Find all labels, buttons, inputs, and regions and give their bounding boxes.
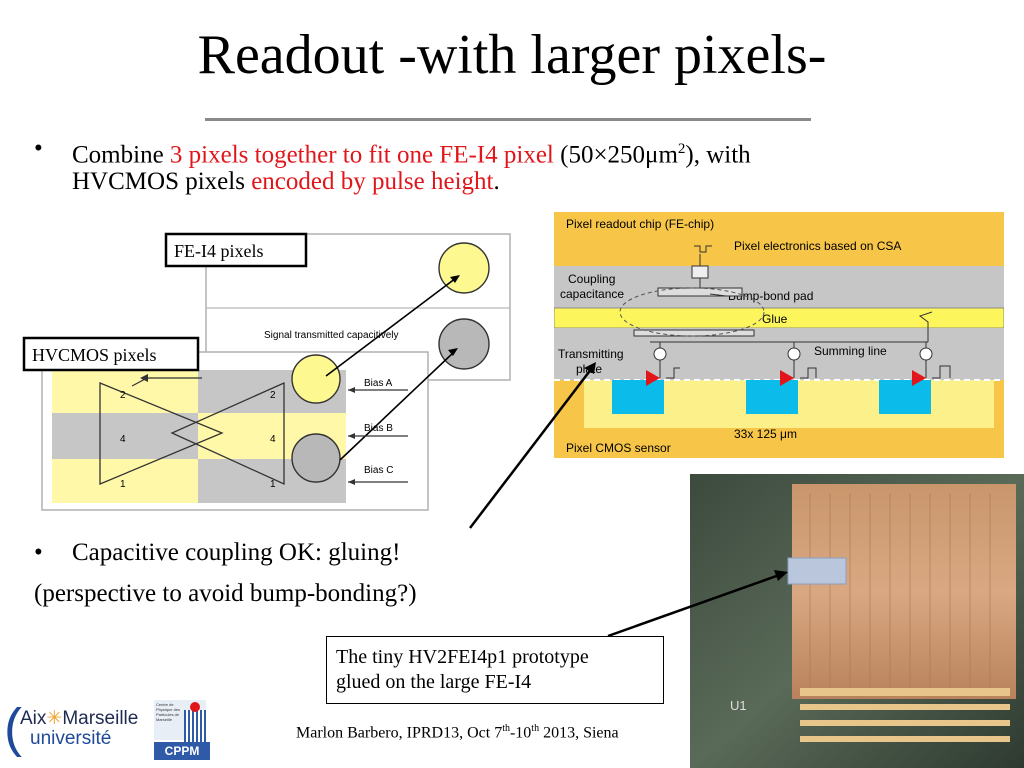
bump-pad-pointer bbox=[709, 293, 727, 297]
glue-label: Glue bbox=[762, 312, 788, 326]
hv-row-2-left bbox=[52, 413, 198, 459]
electronics-label: Pixel electronics based on CSA bbox=[734, 239, 901, 253]
fe-label: FE-I4 pixels bbox=[174, 241, 264, 261]
arrow-to-fe-1-head bbox=[450, 275, 460, 283]
chip-layer-gray-1 bbox=[554, 266, 1004, 308]
bullet-1-highlight-2: encoded by pulse height bbox=[251, 168, 494, 195]
bias-c-label: Bias C bbox=[364, 465, 393, 476]
bump-pad-label: Bump-bond pad bbox=[728, 289, 813, 303]
slide-title: Readout -with larger pixels- bbox=[197, 24, 827, 86]
cyan-well-2 bbox=[746, 380, 798, 414]
bullet-1-prefix: Combine bbox=[72, 141, 170, 169]
cppm-dot-icon bbox=[190, 702, 200, 712]
logo-universite: université bbox=[30, 728, 112, 749]
readout-chip-label: Pixel readout chip (FE-chip) bbox=[566, 217, 714, 231]
num-4-right: 4 bbox=[270, 434, 276, 445]
amplifier-1 bbox=[646, 342, 680, 386]
hv-pixel-circle-1 bbox=[291, 354, 341, 404]
bullet-1-line-2: HVCMOS pixels encoded by pulse height. bbox=[72, 166, 500, 198]
footer-citation: Marlon Barbero, IPRD13, Oct 7th-10th 201… bbox=[296, 718, 619, 744]
bullet-1-sup: 2 bbox=[677, 141, 686, 157]
bullet-1-suffix: ), with bbox=[685, 141, 751, 169]
logo-aix-line: Aix✳Marseille bbox=[20, 708, 138, 730]
wire-bond-pads bbox=[800, 688, 1010, 742]
num-1-left: 1 bbox=[120, 479, 126, 490]
bullet-2-text: Capacitive coupling OK: gluing! bbox=[72, 539, 401, 566]
amplifier-2 bbox=[780, 342, 817, 386]
summing-line-output bbox=[918, 311, 933, 342]
bullet-dot-1: • bbox=[34, 135, 43, 162]
chip-traces bbox=[809, 494, 991, 694]
fe-label-box bbox=[164, 232, 308, 268]
bias-b-label: Bias B bbox=[364, 423, 393, 434]
logo-marseille: Marseille bbox=[62, 708, 139, 729]
cppm-grid-icon bbox=[184, 710, 206, 742]
transmitting-label-2: plate bbox=[576, 362, 602, 376]
csa-pulse-icon bbox=[694, 245, 712, 253]
hv-row-1-left bbox=[52, 370, 198, 413]
num-4-left: 4 bbox=[120, 434, 126, 445]
hv-label: HVCMOS pixels bbox=[32, 345, 157, 365]
bias-b-head bbox=[348, 433, 355, 439]
hv-label-box bbox=[22, 336, 200, 372]
bullet-1-line2-suffix: . bbox=[493, 168, 500, 195]
size-label: 33x 125 μm bbox=[734, 427, 797, 441]
footer-prefix: Marlon Barbero, IPRD13, Oct 7 bbox=[296, 724, 503, 742]
fe-pixel-circle-2 bbox=[438, 318, 490, 370]
amplifier-3 bbox=[912, 342, 951, 386]
triangle-right bbox=[170, 381, 285, 486]
footer-suffix: 2013, Siena bbox=[539, 724, 619, 742]
cppm-text: CPPM bbox=[154, 742, 210, 760]
chip-cross-section-diagram: Pixel readout chip (FE-chip) Pixel elect… bbox=[554, 212, 1004, 458]
coupling-label-1: Coupling bbox=[568, 272, 615, 286]
bullet-1-middle: (50×250μm bbox=[553, 141, 678, 169]
bias-c-head bbox=[348, 479, 355, 485]
footer-sup-2: th bbox=[531, 723, 540, 734]
pixel-mapping-diagram: Signal transmitted capacitively FE-I4 pi… bbox=[22, 232, 511, 511]
num-2-right: 2 bbox=[270, 390, 276, 401]
num-2-left: 2 bbox=[120, 390, 126, 401]
caption-line-1: The tiny HV2FEI4p1 prototype bbox=[336, 646, 589, 668]
footer-mid: -10 bbox=[509, 724, 532, 742]
sensor-label: Pixel CMOS sensor bbox=[566, 441, 671, 455]
fe-i4-chip bbox=[792, 484, 1016, 699]
title-divider bbox=[205, 118, 811, 121]
footer-sup-1: th bbox=[502, 723, 510, 734]
bullet-1-highlight-1: 3 pixels together to fit one FE-I4 pixel bbox=[169, 141, 554, 169]
num-1-right: 1 bbox=[270, 479, 276, 490]
arrow-to-fe-1 bbox=[325, 277, 457, 377]
coupling-highlight-ellipse bbox=[619, 287, 765, 337]
caption-line-2: glued on the large FE-I4 bbox=[336, 671, 532, 693]
logo-aix: Aix bbox=[20, 708, 47, 729]
star-icon: ✳ bbox=[46, 708, 63, 729]
arrow-to-fe-2-head bbox=[448, 348, 458, 356]
cyan-well-3 bbox=[879, 380, 931, 414]
prototype-photo: U1 bbox=[690, 474, 1024, 768]
bias-a-label: Bias A bbox=[364, 378, 393, 389]
bullet-2-subtext: (perspective to avoid bump-bonding?) bbox=[34, 580, 417, 607]
u1-label: U1 bbox=[730, 698, 747, 713]
csa-box bbox=[691, 265, 709, 279]
summing-line-label: Summing line bbox=[814, 344, 887, 358]
signal-label: Signal transmitted capacitively bbox=[264, 330, 399, 341]
hv-row-3-left bbox=[52, 459, 198, 503]
aix-marseille-logo: ( Aix✳Marseille université bbox=[4, 698, 154, 764]
coupling-label-2: capacitance bbox=[560, 287, 624, 301]
hv-pixel-circle-2 bbox=[291, 433, 341, 483]
bullet-1-line2-prefix: HVCMOS pixels bbox=[72, 168, 252, 195]
logo-left-paren: ( bbox=[4, 698, 22, 758]
bullet-1-text: Combine 3 pixels together to fit one FE-… bbox=[72, 133, 972, 171]
transmitting-label-1: Transmitting bbox=[558, 347, 624, 361]
prototype-caption: The tiny HV2FEI4p1 prototype glued on th… bbox=[326, 636, 664, 704]
triangle-arrow-head bbox=[140, 374, 148, 382]
cppm-logo: Centre de Physique des Particules de Mar… bbox=[154, 700, 210, 764]
cppm-centre-text: Centre de Physique des Particules de Mar… bbox=[156, 702, 181, 722]
triangle-left bbox=[99, 382, 224, 485]
hv2fei4p1-prototype bbox=[787, 557, 847, 585]
cyan-well-1 bbox=[612, 380, 664, 414]
bias-a-head bbox=[348, 387, 355, 393]
bullet-dot-2: • bbox=[34, 539, 43, 566]
arrow-to-fe-2 bbox=[339, 351, 455, 461]
